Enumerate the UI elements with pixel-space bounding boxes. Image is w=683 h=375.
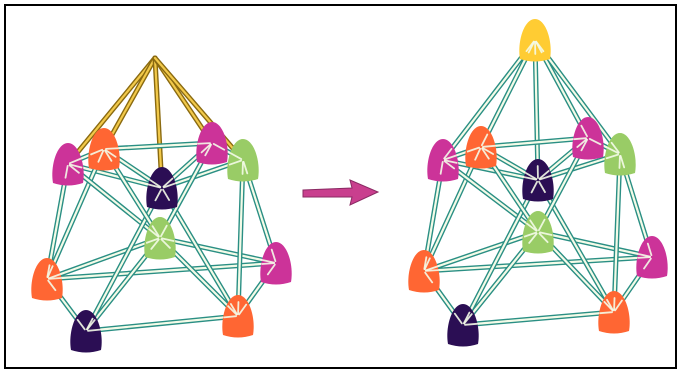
stick	[421, 144, 484, 274]
gumdrop-a-orange-left	[408, 250, 440, 293]
gumdrop-a-navy-center	[522, 159, 554, 202]
gumdrop-a-magenta-top-right	[572, 117, 604, 160]
stick	[83, 185, 165, 334]
right-arrow-icon	[302, 179, 380, 206]
stick	[535, 229, 655, 260]
stick	[532, 37, 541, 183]
gumdrop-structure-after	[408, 19, 668, 347]
gumdrop-a-yellow-apex	[519, 19, 551, 62]
gumdrop-b-navy-center	[146, 167, 178, 210]
yellow-stick	[65, 55, 158, 167]
gumdrop-b-green-top-right	[227, 139, 259, 182]
gumdrop-structure-before	[31, 55, 292, 353]
gumdrop-b-magenta-top-right	[196, 122, 228, 165]
stick	[83, 313, 241, 334]
stick	[44, 146, 107, 282]
stick-tips	[46, 142, 277, 332]
stick-tips	[423, 40, 653, 326]
stick	[460, 177, 541, 328]
stick	[65, 161, 165, 191]
stick	[44, 235, 163, 282]
stick	[460, 309, 617, 328]
stick	[611, 151, 623, 315]
stick	[235, 157, 246, 319]
gumdrop-a-orange-top-left	[465, 126, 497, 169]
yellow-stick	[152, 55, 246, 163]
gumdrop-b-magenta-top-left	[52, 143, 84, 186]
stick	[440, 157, 541, 183]
gumdrop-b-orange-left	[31, 258, 63, 301]
stick	[535, 177, 617, 315]
stick	[440, 37, 538, 163]
stick	[478, 135, 591, 150]
stick	[440, 157, 541, 235]
stick	[157, 235, 279, 266]
stick	[421, 229, 541, 274]
stick	[101, 140, 215, 152]
yellow-stick	[152, 55, 165, 191]
